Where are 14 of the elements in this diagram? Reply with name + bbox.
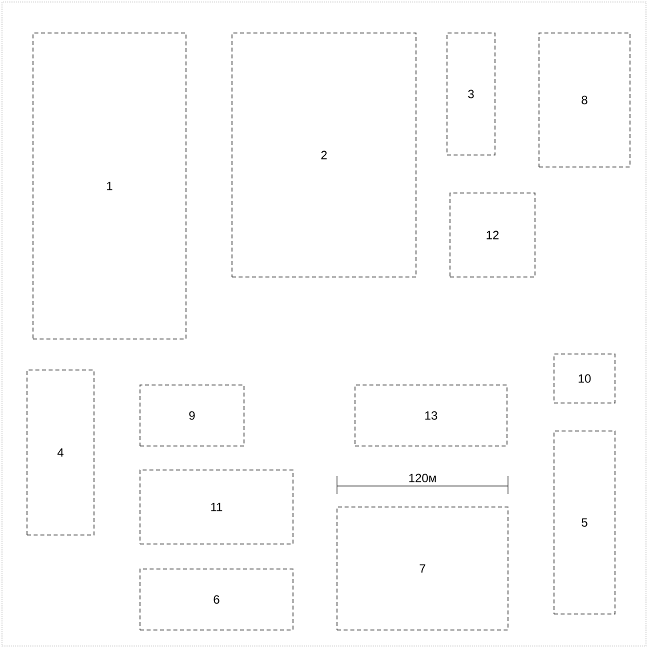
building-plot: 4	[26, 370, 94, 536]
building-plot: 3	[446, 32, 496, 156]
building-plot: 8	[538, 32, 630, 168]
building-plot: 7	[336, 506, 508, 630]
building-plot: 12	[450, 192, 536, 278]
building-plot: 5	[554, 430, 616, 614]
building-plot: 6	[140, 568, 294, 630]
building-plot: 11	[140, 470, 294, 544]
building-plot: 1	[32, 32, 186, 340]
building-plot: 2	[232, 32, 416, 278]
building-plot: 9	[140, 384, 244, 446]
building-plot: 10	[554, 354, 616, 404]
building-plot: 13	[354, 384, 508, 446]
dimension-label: 120м	[409, 474, 436, 482]
